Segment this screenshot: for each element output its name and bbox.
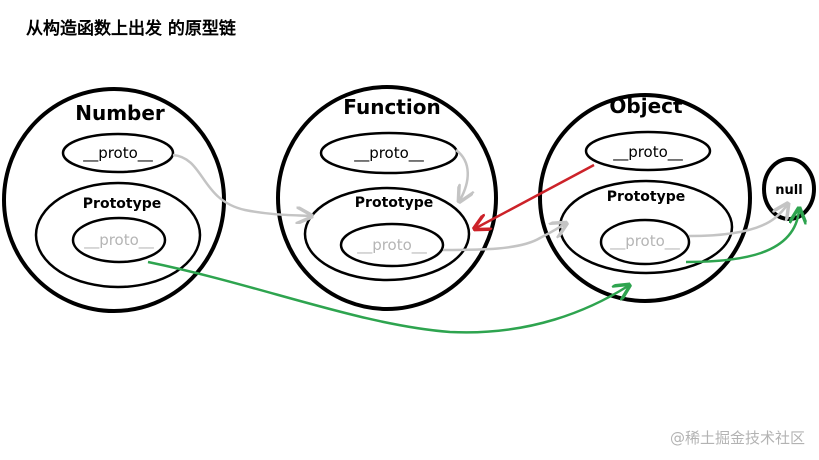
- arrow-object-prototype-to-null: [685, 210, 799, 264]
- number-label: Number: [75, 101, 165, 125]
- function-prototype-label: Prototype: [355, 195, 433, 211]
- function-node: Function __proto__ Prototype __proto__: [276, 85, 498, 311]
- object-node: Object __proto__ Prototype __proto__: [538, 93, 752, 303]
- diagram-title: 从构造函数上出发 的原型链: [26, 19, 236, 39]
- function-prototype-proto-label: __proto__: [356, 236, 427, 255]
- function-prototype-proto-ellipse: [339, 222, 445, 268]
- number-prototype-ellipse: [34, 181, 202, 289]
- function-label: Function: [343, 95, 440, 119]
- object-proto-label: __proto__: [612, 143, 683, 162]
- null-label: null: [775, 183, 802, 198]
- object-prototype-proto-ellipse: [599, 218, 691, 266]
- arrow-number-proto-to-function-prototype: [172, 153, 310, 216]
- arrow-number-prototype-proto-to-object-prototype: [147, 260, 628, 334]
- number-proto-label: __proto__: [82, 144, 153, 163]
- function-proto-label: __proto__: [353, 144, 424, 163]
- object-proto-ellipse: [584, 130, 712, 172]
- object-prototype-proto-label: __proto__: [609, 232, 680, 251]
- arrow-function-proto-to-function-prototype: [455, 149, 468, 200]
- object-prototype-label: Prototype: [607, 189, 685, 205]
- function-prototype-ellipse: [303, 186, 471, 282]
- null-node: null: [762, 157, 816, 221]
- object-label: Object: [609, 94, 683, 118]
- number-prototype-proto-label: __proto__: [83, 231, 154, 250]
- object-outer-circle: [538, 93, 752, 303]
- arrow-object-proto-to-function-prototype: [476, 163, 595, 228]
- arrow-object-prototype-proto-to-null: [688, 205, 787, 238]
- function-outer-circle: [276, 85, 498, 311]
- number-prototype-proto-ellipse: [71, 216, 167, 264]
- number-prototype-label: Prototype: [83, 196, 161, 212]
- number-proto-ellipse: [61, 132, 175, 174]
- number-node: Number __proto__ Prototype __proto__: [2, 87, 226, 313]
- function-proto-ellipse: [319, 131, 459, 175]
- arrow-function-prototype-proto-to-object-prototype: [442, 224, 565, 252]
- watermark: @稀土掘金技术社区: [669, 429, 805, 447]
